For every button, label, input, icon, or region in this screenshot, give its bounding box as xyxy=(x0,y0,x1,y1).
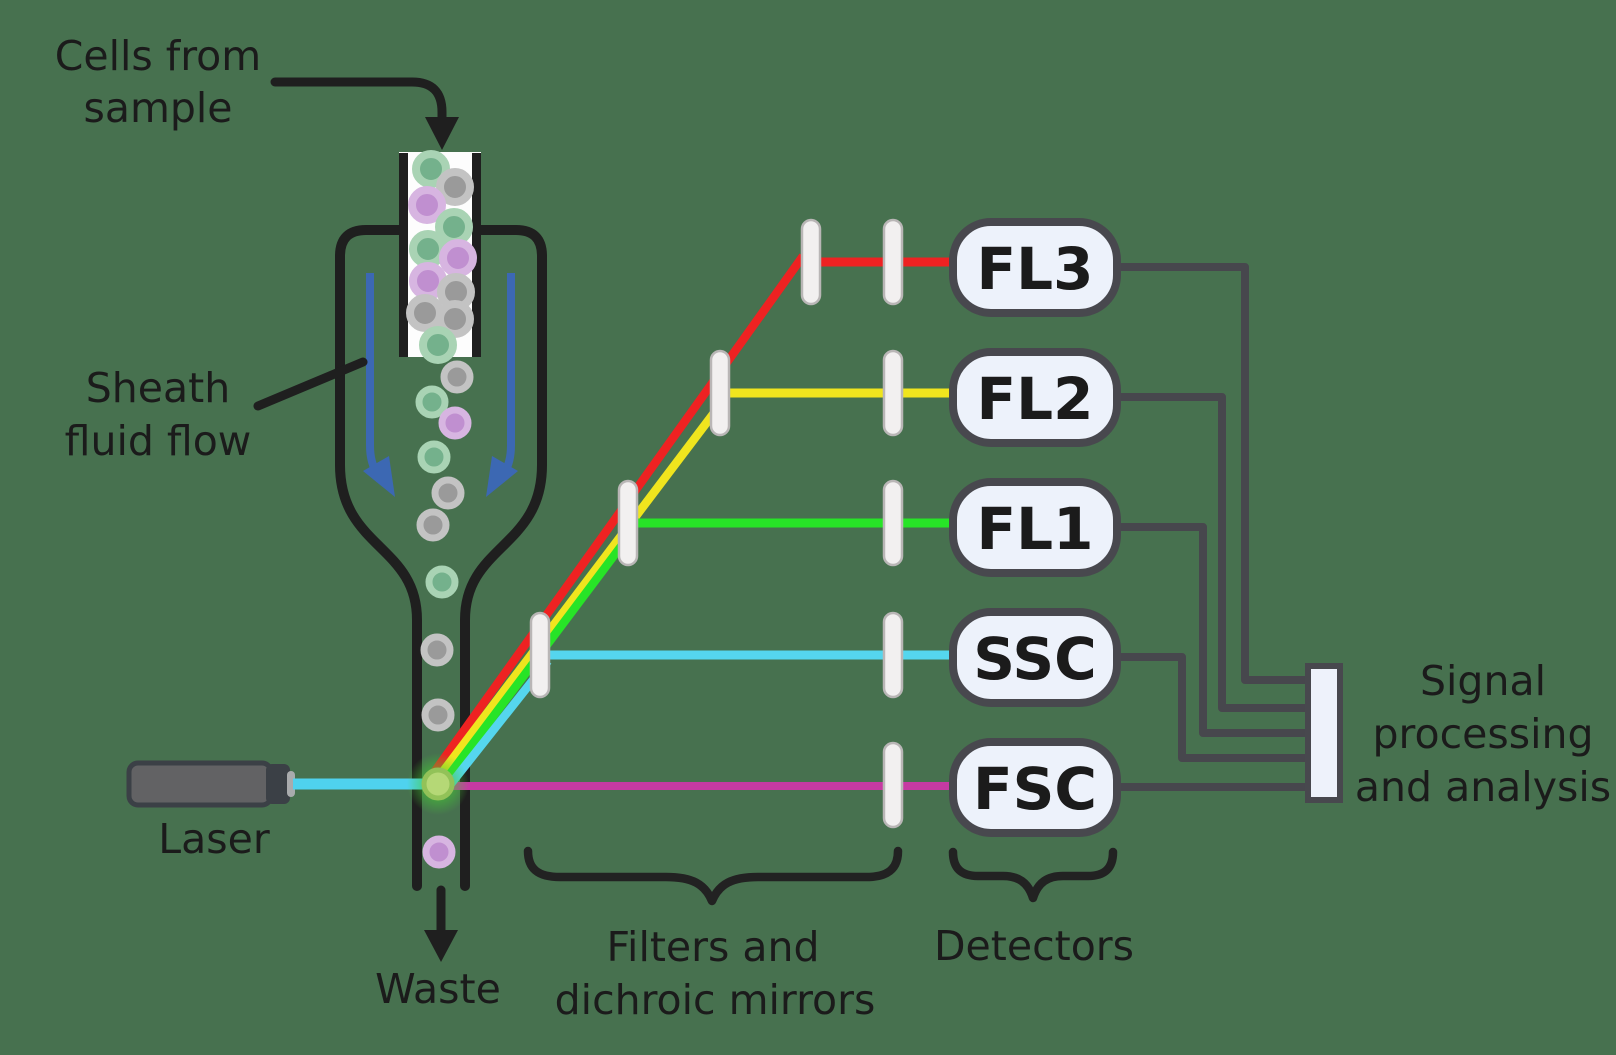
detector-label: FSC xyxy=(973,755,1097,823)
detector-label: FL1 xyxy=(977,495,1094,563)
optical-filter xyxy=(882,218,904,306)
sheath-pointer-line xyxy=(253,357,368,411)
fl3-wire xyxy=(1117,263,1308,684)
detector-box xyxy=(949,348,1121,447)
detector-box xyxy=(949,608,1121,707)
cell-green xyxy=(419,326,457,364)
detector-box xyxy=(949,218,1121,317)
laser-aperture xyxy=(287,771,295,797)
cell-purple xyxy=(439,239,477,277)
waste-arrow xyxy=(424,885,458,962)
signal-processing-label: and analysis xyxy=(1355,763,1611,811)
cell-gray xyxy=(431,476,465,510)
optical-filter xyxy=(882,349,904,437)
detector-ssc: SSC xyxy=(949,608,1121,707)
sample-arrowhead-icon xyxy=(425,117,459,150)
cell-green xyxy=(417,440,451,474)
cell-purple xyxy=(408,186,446,224)
detectors-brace xyxy=(948,847,1118,903)
detector-wires xyxy=(1117,263,1308,791)
text-labels: Cells from sample Sheath fluid flow Lase… xyxy=(55,32,1611,1024)
dichroic-mirror xyxy=(709,349,731,437)
flow-chamber xyxy=(335,225,547,891)
detector-label: FL3 xyxy=(977,235,1094,303)
cell-green xyxy=(415,385,449,419)
detector-fl3: FL3 xyxy=(949,218,1121,317)
laser-body xyxy=(126,760,274,808)
cell-green xyxy=(409,230,447,268)
cell-green xyxy=(425,565,459,599)
filters-mirrors-label: dichroic mirrors xyxy=(555,976,876,1024)
sheath-fluid-flow-label: Sheath xyxy=(86,364,230,412)
cell-purple xyxy=(438,406,472,440)
laser-cap xyxy=(266,764,290,804)
interrogated-cell xyxy=(407,753,469,815)
sheath-fluid-arrows xyxy=(363,273,518,497)
laser-label: Laser xyxy=(158,815,270,863)
fl1-wire xyxy=(1117,523,1308,737)
diagonal-stripe-yellow xyxy=(431,394,730,785)
cell-gray xyxy=(421,698,455,732)
optical-filter xyxy=(882,479,904,567)
dichroic-mirror xyxy=(617,479,639,567)
cell-gray xyxy=(406,294,444,332)
funnel-left-wall xyxy=(335,225,422,891)
detector-fl1: FL1 xyxy=(949,478,1121,577)
cells-from-sample-label: Cells from xyxy=(55,32,261,80)
cell-green xyxy=(435,208,473,246)
fl2-wire xyxy=(1117,393,1308,712)
dichroic-mirror xyxy=(800,218,822,306)
detector-box xyxy=(949,738,1121,837)
detector-fsc: FSC xyxy=(949,738,1121,837)
detectors-label: Detectors xyxy=(934,922,1134,970)
signal-processor-unit xyxy=(1305,663,1343,803)
detector-fl2: FL2 xyxy=(949,348,1121,447)
cell-gray xyxy=(420,633,454,667)
laser-device xyxy=(126,760,295,808)
cell-glowing-green xyxy=(421,767,455,801)
waste-arrowhead-icon xyxy=(424,930,458,962)
sheath-arrowhead-left xyxy=(363,456,395,497)
sheath-fluid-flow-label: fluid flow xyxy=(65,417,252,465)
cells-in-tube xyxy=(406,150,477,364)
cell-gray xyxy=(440,360,474,394)
filters-brace xyxy=(523,846,903,906)
detector-box xyxy=(949,478,1121,577)
cells-from-sample-label: sample xyxy=(83,84,232,132)
detector-label: FL2 xyxy=(977,365,1094,433)
sample-arrow-line xyxy=(270,77,447,124)
signal-processing-label: Signal xyxy=(1420,657,1546,705)
cell-purple xyxy=(422,835,456,869)
waste-label: Waste xyxy=(375,965,501,1013)
cell-gray xyxy=(436,300,474,338)
filters-mirrors-label: Filters and xyxy=(606,923,819,971)
detector-label: SSC xyxy=(973,625,1097,693)
diagonal-stripe-red xyxy=(426,253,807,781)
ssc-wire xyxy=(1117,653,1308,762)
dichroic-mirror xyxy=(529,611,551,699)
funnel-right-wall xyxy=(460,225,547,891)
optical-filter xyxy=(882,611,904,699)
cell-stream xyxy=(415,360,474,869)
cell-gray xyxy=(436,168,474,206)
cells-from-sample-arrow xyxy=(270,77,459,150)
signal-processing-label: processing xyxy=(1373,710,1594,758)
sheath-arrowhead-right xyxy=(486,456,518,497)
filters-and-mirrors xyxy=(529,218,904,829)
cell-green xyxy=(412,150,450,188)
cell-gray xyxy=(416,508,450,542)
optical-filter xyxy=(882,741,904,829)
